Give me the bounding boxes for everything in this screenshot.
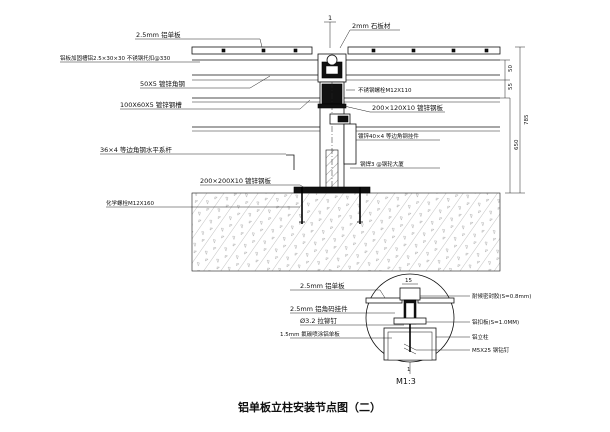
anchor-bolts [299,187,363,224]
detail-label-screw: M5X25 钢钻钉 [472,346,510,354]
column-foot [325,149,339,189]
label-l50: 50X5 镀锌角钢 [140,79,185,88]
label-chem-bolt: 化学螺栓M12X160 [106,199,155,207]
label-stone: 2mm 石板材 [352,21,391,30]
concrete-slab [191,192,501,272]
label-tube200: 200×120X10 镀锌钢板 [372,103,444,112]
left-annotations [60,38,311,208]
detail-right-annotations [416,295,470,351]
scale-label: M1:3 [396,377,416,386]
detail-label-panel: 2.5mm 铝单板 [300,281,345,290]
panel-anchor-marks [221,48,489,53]
detail-connector [399,287,421,301]
label-weld: 钢焊3 @钢轮大厦 [360,160,404,168]
dimension-lines [500,46,525,194]
label-conn-plate: 铝板加固槽铝2.5×30×30 不锈钢托扣@330 [60,54,171,62]
connector-bolt-head [326,54,338,66]
dim-785: 785 [524,114,530,125]
detail-label-rivet: Ø3.2 拉铆钉 [300,316,338,325]
top-panel-right [347,46,501,55]
callout-ref: 1 [328,14,332,22]
bracket-symbol [286,154,295,170]
label-angle40: 镀锌40×4 等边角钢挂件 [358,132,419,140]
dim-55: 55 [508,83,514,90]
detail-section: 15 1 M1:3 2.5mm 铝单板 2.5mm 铝角码挂件 Ø3.2 拉铆钉… [280,273,531,386]
label-angle36: 36×4 等边角钢水平系杆 [100,145,172,154]
label-plate200: 200×200X10 镀锌钢板 [200,176,272,185]
dim-50: 50 [508,65,514,72]
detail-label-alu-strip: 铝扣板(S=1.0MM) [472,318,519,326]
detail-left-annotations [290,289,404,339]
detail-label-sealant: 耐候密封胶(S=0.8mm) [472,292,531,300]
label-bolt: 不锈钢螺栓M12X110 [358,86,412,94]
label-l100: 100X60X5 镀锌钢槽 [120,100,182,109]
detail-ref: 1 [407,367,411,373]
top-panel-left [191,46,313,55]
dim-650: 650 [514,139,520,150]
label-aluminum-panel: 2.5mm 铝单板 [136,30,181,39]
hanger-angle [343,123,357,165]
base-plate [293,186,371,194]
right-annotations [339,29,445,169]
detail-dim-15: 15 [405,278,412,284]
drawing-title: 铝单板立柱安装节点图（二） [238,400,381,414]
detail-label-connector: 2.5mm 铝角码挂件 [290,304,348,313]
detail-label-rod: 铝立柱 [472,333,489,341]
detail-label-thickened: 1.5mm 氟碳喷涂铝单板 [280,330,340,338]
main-section: 50 55 785 650 1 2.5mm 铝单板 铝板加固槽铝2.5×30×3… [60,14,530,272]
bolt-m12 [317,103,347,109]
